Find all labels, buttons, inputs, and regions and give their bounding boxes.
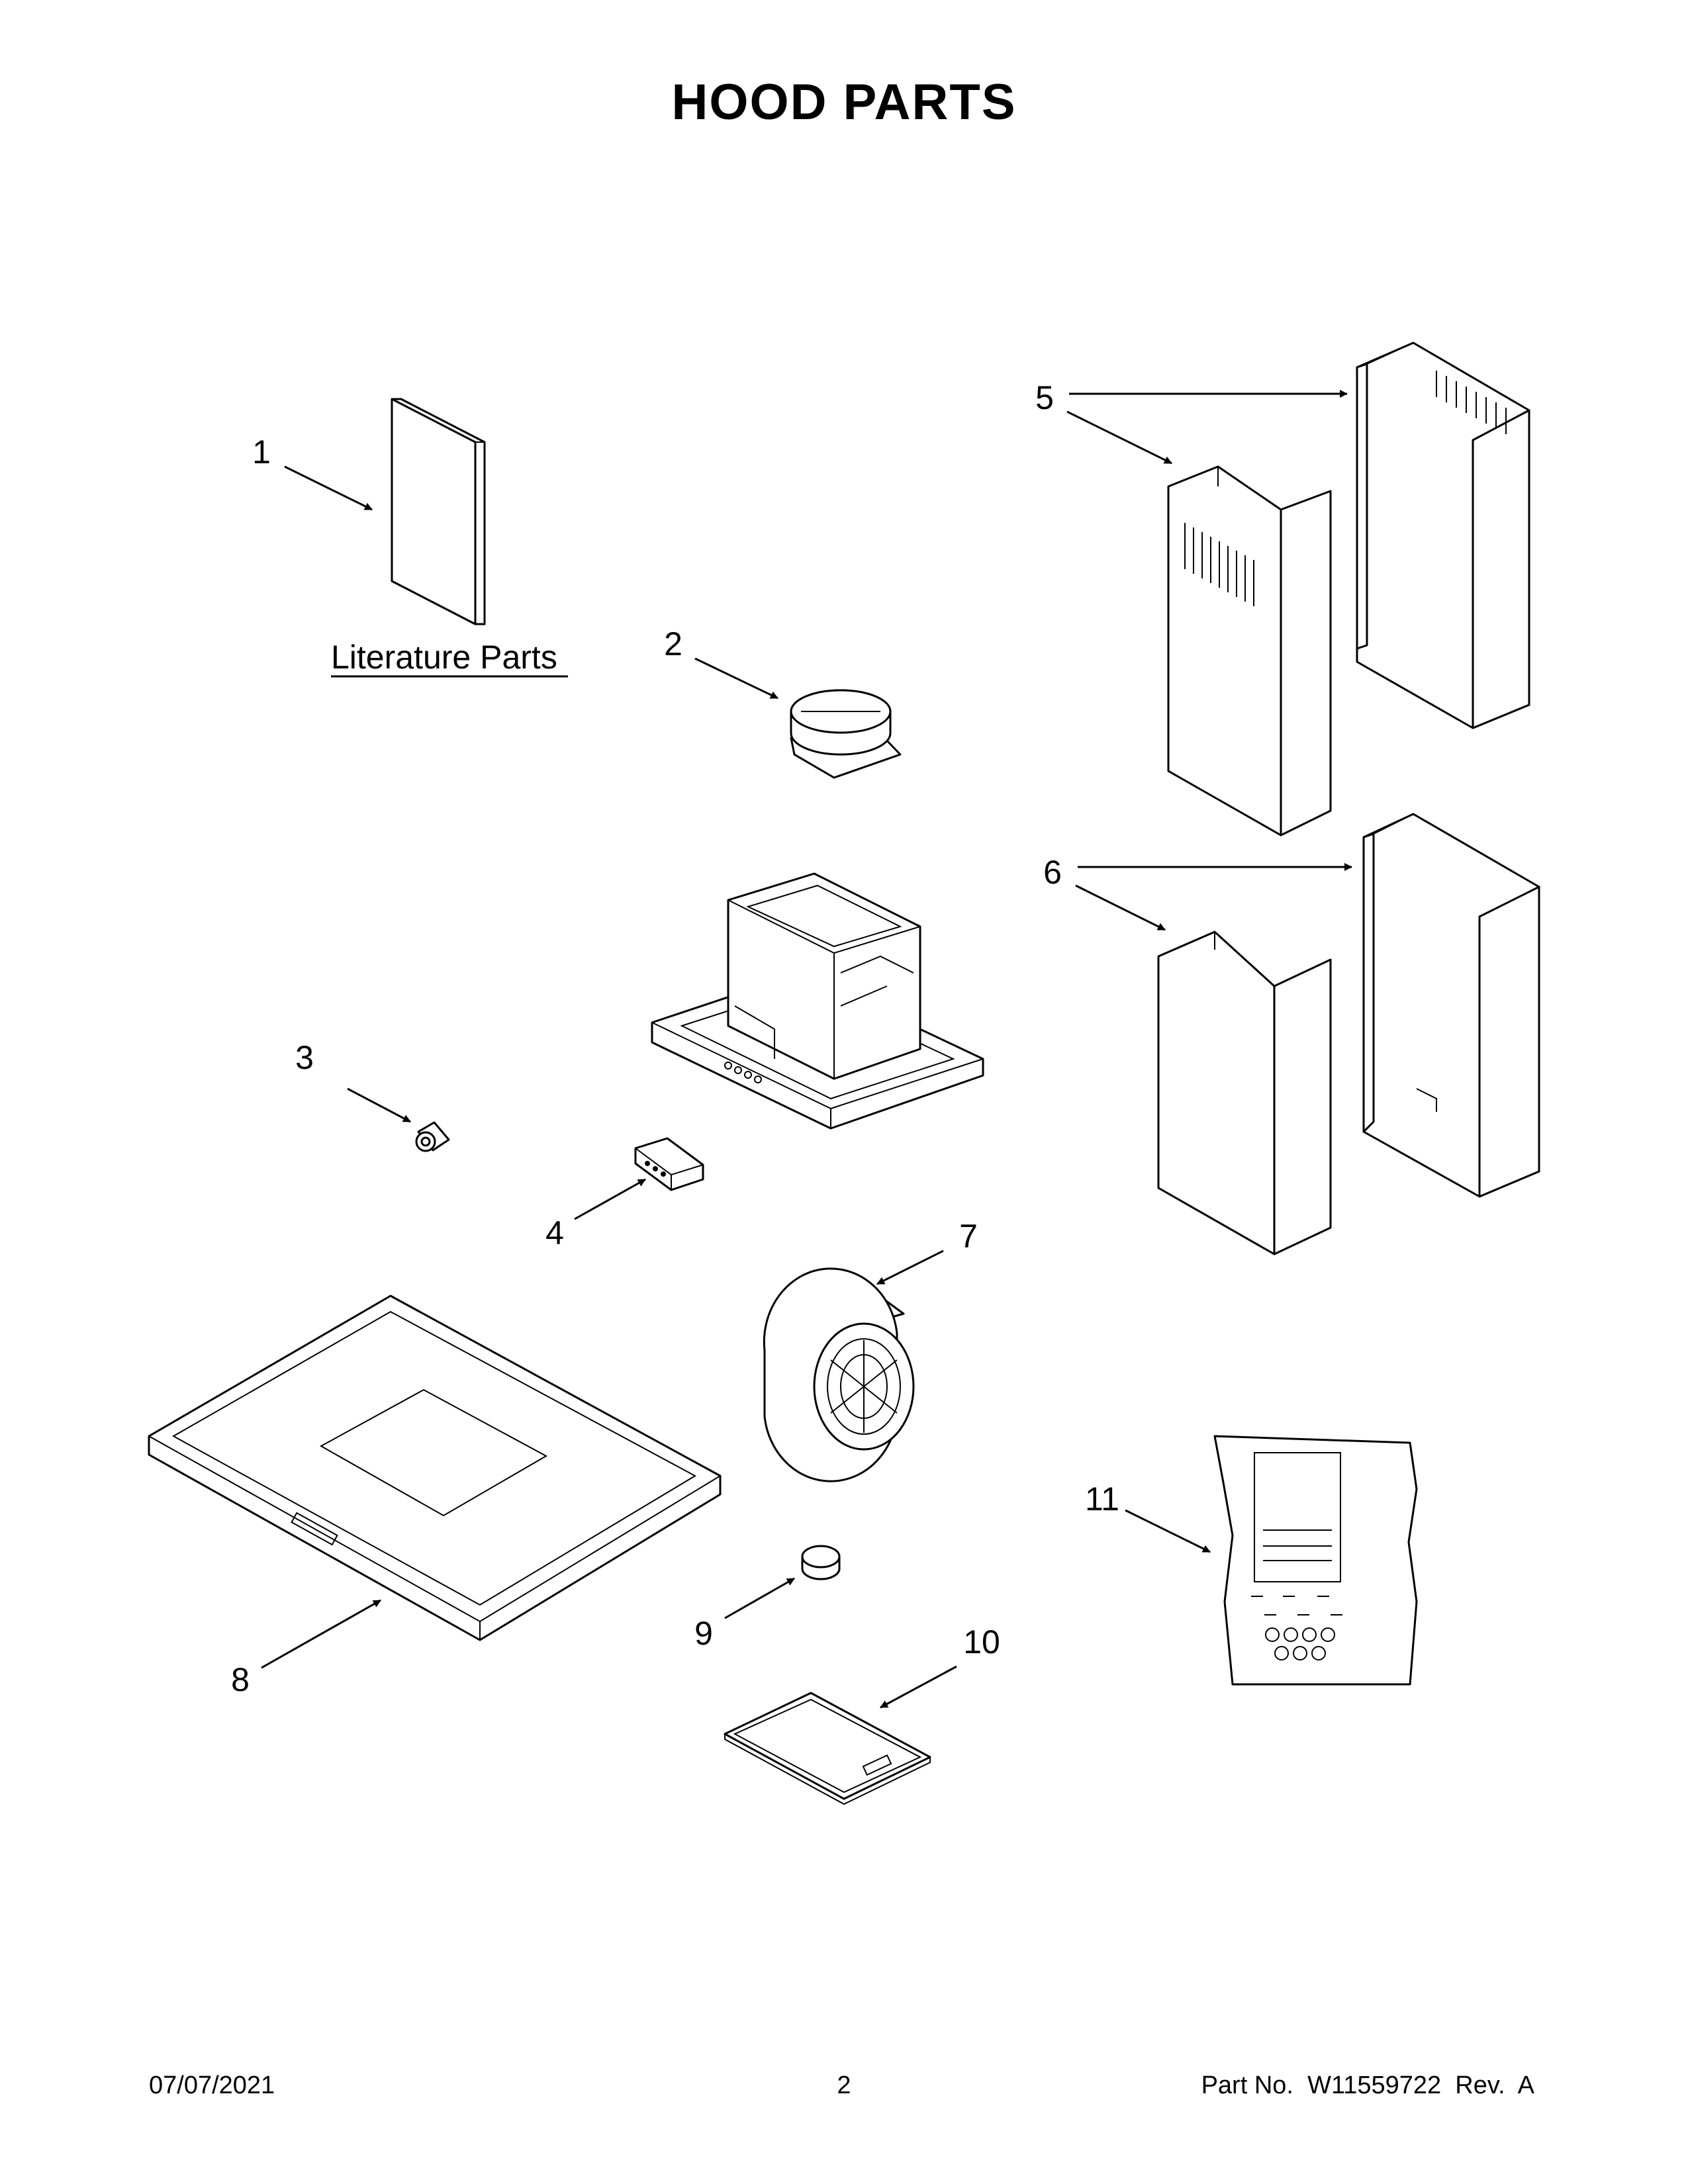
footer-page-number: 2 [837,2071,851,2099]
callout-5: 5 [1035,379,1054,416]
part-5-upper-duct-cover-rear [1356,341,1530,729]
part-2-motor [790,689,902,779]
part-4-control-switch [634,1137,704,1191]
part-7-blower-wheel [763,1267,915,1482]
callout-3: 3 [295,1039,314,1076]
callout-numbers: 1 2 3 4 5 6 7 8 9 10 11 [231,379,1119,1698]
page-title: HOOD PARTS [671,74,1016,130]
part-6-lower-duct-cover-rear [1362,813,1540,1198]
callout-6: 6 [1043,854,1062,891]
part-6-lower-duct-cover-front [1157,931,1332,1255]
callout-2: 2 [664,625,682,662]
leader-arrows [261,390,1352,1709]
part-5-rear-vent-grille [1436,371,1507,434]
hood-body-buttons [724,1062,762,1083]
part-5-vent-grille [1184,523,1254,606]
callout-9: 9 [694,1615,713,1652]
callout-1: 1 [252,433,271,471]
hardware-washers [1265,1627,1335,1661]
part-11-installation-sheet [1213,1435,1418,1686]
footer-date: 07/07/2021 [149,2071,275,2099]
part-8-hood-canopy [148,1295,722,1641]
part-9-knob [801,1545,841,1580]
part-3-cylinder-spacer [415,1121,450,1152]
callout-4: 4 [545,1214,564,1251]
callout-10: 10 [963,1623,1000,1661]
footer-part-number: Part No. W11559722 Rev. A [1201,2071,1535,2099]
callout-8: 8 [231,1661,250,1698]
part-10-grease-filter [724,1692,931,1805]
callout-11: 11 [1085,1480,1119,1518]
hardware-screws [1251,1596,1342,1615]
callout-7: 7 [959,1218,978,1255]
hood-body-assembly [651,872,984,1130]
part-5-upper-duct-cover-front [1167,465,1332,837]
literature-parts-label: Literature Parts [331,639,557,676]
part-1-literature-booklet [391,398,486,625]
